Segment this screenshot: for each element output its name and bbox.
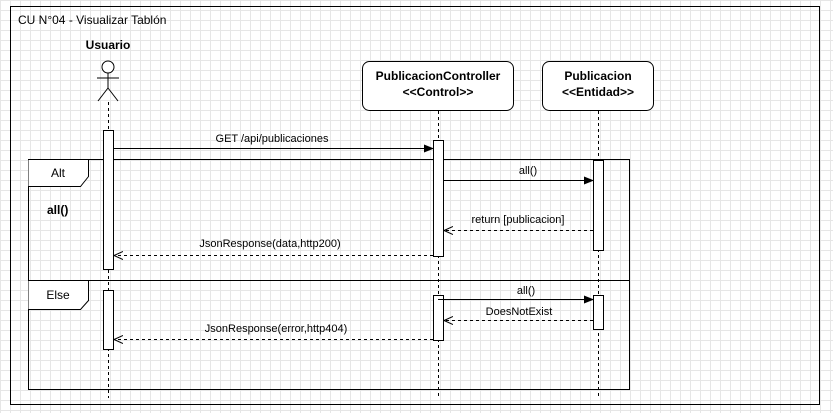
message-all-alt: all() — [443, 165, 594, 185]
message-get-publicaciones: GET /api/publicaciones — [113, 133, 434, 153]
alt-label: Alt — [51, 166, 66, 180]
activation-controller-2 — [433, 295, 444, 341]
message-all-else: all() — [438, 285, 594, 304]
alt-guard: all() — [47, 203, 68, 217]
activation-publicacion-1 — [593, 160, 604, 251]
message-json-response-200: JsonResponse(data,http200) — [114, 238, 433, 256]
diagram-frame — [10, 6, 820, 405]
stick-figure-icon — [97, 60, 119, 102]
activation-usuario-1 — [103, 130, 114, 270]
else-label: Else — [46, 288, 70, 302]
message-label: return [publicacion] — [472, 214, 565, 226]
diagram-title: CU N°04 - Visualizar Tablón — [18, 13, 166, 27]
lifeline-name: Publicacion — [564, 69, 631, 83]
message-label: all() — [519, 165, 537, 177]
message-label: JsonResponse(data,http200) — [199, 238, 340, 250]
alt-label-tab — [28, 159, 89, 187]
lifeline-publicacion: Publicacion <<Entidad>> — [542, 61, 654, 111]
lifeline-stereotype: <<Entidad>> — [562, 85, 634, 99]
message-label: DoesNotExist — [486, 306, 553, 318]
else-label-tab — [28, 280, 89, 310]
message-label: GET /api/publicaciones — [216, 133, 329, 145]
actor-name: Usuario — [86, 38, 131, 52]
lifeline-name: PublicacionController — [376, 69, 501, 83]
activation-controller-1 — [433, 140, 444, 257]
activation-usuario-2 — [103, 290, 114, 350]
actor-usuario: Usuario — [86, 38, 131, 102]
message-does-not-exist: DoesNotExist — [444, 306, 593, 321]
message-label: JsonResponse(error,http404) — [205, 323, 347, 335]
alt-fragment: Alt all() Else — [28, 159, 630, 390]
message-label: all() — [517, 285, 535, 297]
message-return-publicacion: return [publicacion] — [444, 214, 593, 231]
message-json-response-404: JsonResponse(error,http404) — [114, 323, 433, 340]
lifeline-stereotype: <<Control>> — [403, 85, 474, 99]
lifeline-publicacion-controller: PublicacionController <<Control>> — [362, 61, 514, 111]
activation-publicacion-2 — [593, 295, 604, 330]
